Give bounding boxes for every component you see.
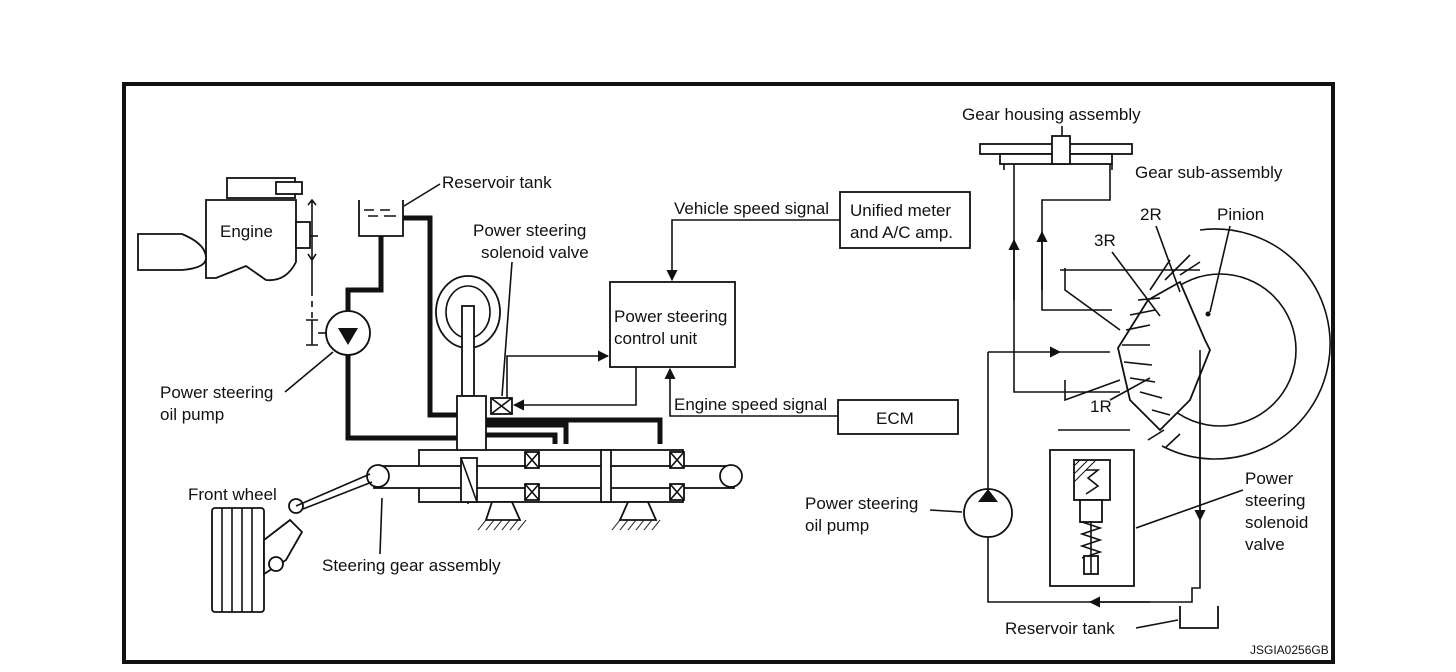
gear-housing-assembly [979,135,1133,170]
right-oil-pump-label-1: Power steering [805,494,918,513]
left-oil-pump-leader [284,351,334,393]
hydraulic-line [486,417,663,444]
hydraulic-line [486,432,558,444]
right-line [1013,164,1120,393]
r2-leader [1155,225,1181,293]
front-wheel [211,473,373,613]
right-oil-pump-label-2: oil pump [805,516,869,535]
power-steering-control-unit [609,281,736,368]
control-to-solenoid-line [512,367,637,411]
pinion-label: Pinion [1217,205,1264,224]
right-solenoid-label-1: Power [1245,469,1294,488]
engine-speed-signal-line [664,367,838,417]
front-wheel-label: Front wheel [188,485,277,504]
unified-meter-label-2: and A/C amp. [850,223,953,242]
unified-meter-box [839,191,971,249]
right-line [1064,379,1121,402]
engine-label: Engine [220,222,273,241]
vehicle-speed-signal-label: Vehicle speed signal [674,199,829,218]
control-unit-label-1: Power steering [614,307,727,326]
left-reservoir-leader [403,183,441,207]
right-oil-pump [963,350,1201,603]
hydraulic-line [345,236,384,311]
solenoid-to-control-line [506,350,610,398]
hydraulic-line [345,355,458,441]
gear-sub-assembly-label: Gear sub-assembly [1135,163,1283,182]
ecm-label: ECM [876,409,914,428]
steering-wheel [435,275,513,505]
steering-gear-assembly [366,449,743,531]
left-oil-pump-label-2: oil pump [160,405,224,424]
left-reservoir-tank [358,200,404,237]
engine-speed-signal-label: Engine speed signal [674,395,827,414]
r3-label: 3R [1094,231,1116,250]
gear-sub-assembly [1058,228,1331,460]
right-solenoid-label-4: valve [1245,535,1285,554]
hydraulic-line [403,215,458,418]
r3-leader [1111,251,1161,317]
right-solenoid-leader [1135,489,1244,529]
r1-label: 1R [1090,397,1112,416]
left-reservoir-tank-label: Reservoir tank [442,173,552,192]
steering-gear-assembly-label: Steering gear assembly [322,556,501,575]
right-reservoir-tank [1179,606,1219,629]
right-solenoid-valve [1049,449,1135,587]
figure-code: JSGIA0256GB [1250,643,1329,657]
left-oil-pump-label-1: Power steering [160,383,273,402]
r2-label: 2R [1140,205,1162,224]
r1-leader [1109,377,1151,401]
right-oil-pump-leader [929,509,963,513]
control-unit-label-2: control unit [614,329,697,348]
vehicle-speed-signal-line [666,219,840,282]
right-solenoid-label-2: steering [1245,491,1305,510]
left-solenoid-valve-label-2: solenoid valve [481,243,589,262]
left-oil-pump [306,310,371,356]
right-solenoid-label-3: solenoid [1245,513,1308,532]
gear-housing-label: Gear housing assembly [962,105,1141,124]
right-line [1064,268,1121,331]
left-solenoid-valve-label-1: Power steering [473,221,586,240]
ecm-box [837,399,959,435]
right-reservoir-leader [1135,619,1179,629]
diagram-frame [122,82,1335,664]
pinion-leader [1209,225,1231,313]
pinion-center-dot [1205,311,1211,317]
right-reservoir-tank-label: Reservoir tank [1005,619,1115,638]
unified-meter-label-1: Unified meter [850,201,951,220]
right-line [1041,164,1112,311]
engine-illustration [137,177,318,320]
left-solenoid-leader [501,261,513,397]
steering-gear-leader [379,497,383,555]
hydraulic-line [486,422,569,444]
